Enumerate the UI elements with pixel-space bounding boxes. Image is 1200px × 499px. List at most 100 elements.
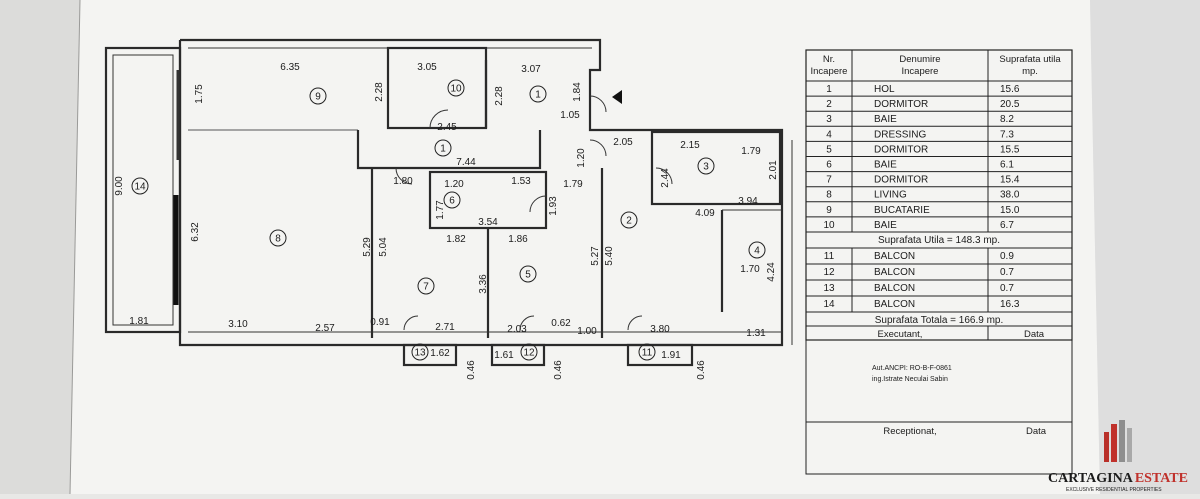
dimension-label: 5.40 <box>604 246 615 266</box>
dimension-label: 3.05 <box>417 62 437 73</box>
table-header: Incapere <box>811 66 848 77</box>
table-cell: HOL <box>874 84 895 95</box>
dimension-label: 1.75 <box>194 84 205 104</box>
brand-tagline: EXCLUSIVE RESIDENTIAL PROPERTIES <box>1066 487 1162 493</box>
dimension-label: 1.80 <box>393 176 413 187</box>
room-number-circle <box>520 343 538 361</box>
dimension-label: 1.61 <box>494 350 514 361</box>
room-number: 12 <box>523 348 535 359</box>
dimension-label: 1.82 <box>446 234 466 245</box>
dimension-label: 2.05 <box>613 137 633 148</box>
table-cell: 15.4 <box>1000 175 1020 186</box>
dimension-label: 3.54 <box>478 217 498 228</box>
dimension-label: 1.53 <box>511 176 531 187</box>
table-subtotal: Suprafata Utila = 148.3 mp. <box>878 235 1000 246</box>
dimension-label: 3.94 <box>738 196 758 207</box>
dimension-label: 2.28 <box>374 82 385 102</box>
brand-logo <box>1104 420 1132 462</box>
table-cell: 5 <box>826 144 832 155</box>
dimension-label: 1.77 <box>435 200 446 220</box>
table-cell: BALCON <box>874 299 915 310</box>
dimension-label: 5.04 <box>378 237 389 257</box>
table-header: Suprafata utila <box>999 54 1061 65</box>
table-cell: 2 <box>826 99 832 110</box>
table-cell: DRESSING <box>874 129 926 140</box>
stamp-text: Aut.ANCPI: RO-B-F-0861 <box>872 365 952 372</box>
dimension-label: 3.80 <box>650 324 670 335</box>
table-cell: 12 <box>823 267 835 278</box>
table-cell: 15.6 <box>1000 84 1020 95</box>
table-cell: 11 <box>824 251 835 262</box>
room-number: 11 <box>642 348 653 359</box>
table-cell: 6 <box>826 160 832 171</box>
table-header: mp. <box>1022 66 1038 77</box>
dimension-label: 3.36 <box>478 274 489 294</box>
executant-label: Executant, <box>878 329 923 340</box>
dimension-label: 1.31 <box>746 328 766 339</box>
dimension-label: 2.44 <box>660 168 671 188</box>
dimension-label: 2.57 <box>315 323 335 334</box>
room-number-circle <box>443 191 461 209</box>
room-number-circle <box>131 177 149 195</box>
table-cell: 10 <box>823 220 835 231</box>
dimension-label: 0.91 <box>370 317 390 328</box>
table-cell: 1 <box>826 84 832 95</box>
room-number-circle <box>638 343 656 361</box>
room-number-circle <box>529 85 547 103</box>
dimension-label: 7.44 <box>456 157 476 168</box>
table-cell: 4 <box>826 129 832 140</box>
room-number-circle <box>748 241 766 259</box>
table-total: Suprafata Totala = 166.9 mp. <box>875 315 1004 326</box>
dimension-label: 5.27 <box>590 246 601 266</box>
table-header: Nr. <box>823 54 835 65</box>
dimension-label: 1.79 <box>563 179 583 190</box>
dimension-label: 0.46 <box>553 360 564 380</box>
dimension-label: 1.79 <box>741 146 761 157</box>
dimension-label: 1.81 <box>129 316 149 327</box>
dimension-label: 2.15 <box>680 140 700 151</box>
room-number-circle <box>447 79 465 97</box>
table-cell: 6.1 <box>1000 160 1014 171</box>
room-number: 9 <box>315 92 321 103</box>
room-number: 3 <box>703 162 709 173</box>
plan-walls <box>104 38 793 367</box>
dimension-label: 0.46 <box>696 360 707 380</box>
table-cell: DORMITOR <box>874 99 928 110</box>
table-cell: BAIE <box>874 220 897 231</box>
table-cell: 14 <box>823 299 835 310</box>
table-cell: 9 <box>826 205 832 216</box>
table-cell: 15.5 <box>1000 144 1020 155</box>
room-number: 13 <box>414 348 426 359</box>
table-cell: BAIE <box>874 114 897 125</box>
dimension-label: 1.00 <box>577 326 597 337</box>
room-number-circle <box>697 157 715 175</box>
room-number: 8 <box>275 234 281 245</box>
room-number-circle <box>309 87 327 105</box>
table-cell: 7.3 <box>1000 129 1014 140</box>
dimension-label: 2.03 <box>507 324 527 335</box>
room-number: 5 <box>525 270 531 281</box>
table-cell: 15.0 <box>1000 205 1020 216</box>
table-cell: DORMITOR <box>874 175 928 186</box>
entrance-arrow-icon <box>612 90 622 104</box>
dimension-label: 1.86 <box>508 234 528 245</box>
room-number-circle <box>519 265 537 283</box>
room-number: 14 <box>134 182 146 193</box>
dimension-label: 1.70 <box>740 264 760 275</box>
table-cell: 20.5 <box>1000 99 1020 110</box>
room-number-circle <box>620 211 638 229</box>
dimension-label: 5.29 <box>362 237 373 257</box>
background-right <box>1090 0 1200 494</box>
room-number-circle <box>411 343 429 361</box>
dimension-label: 2.01 <box>768 160 779 180</box>
room-number-circle <box>434 139 452 157</box>
dimension-label: 4.09 <box>695 208 715 219</box>
table-cell: 38.0 <box>1000 190 1020 201</box>
dimension-label: 1.93 <box>548 196 559 216</box>
date-label: Data <box>1024 329 1045 340</box>
